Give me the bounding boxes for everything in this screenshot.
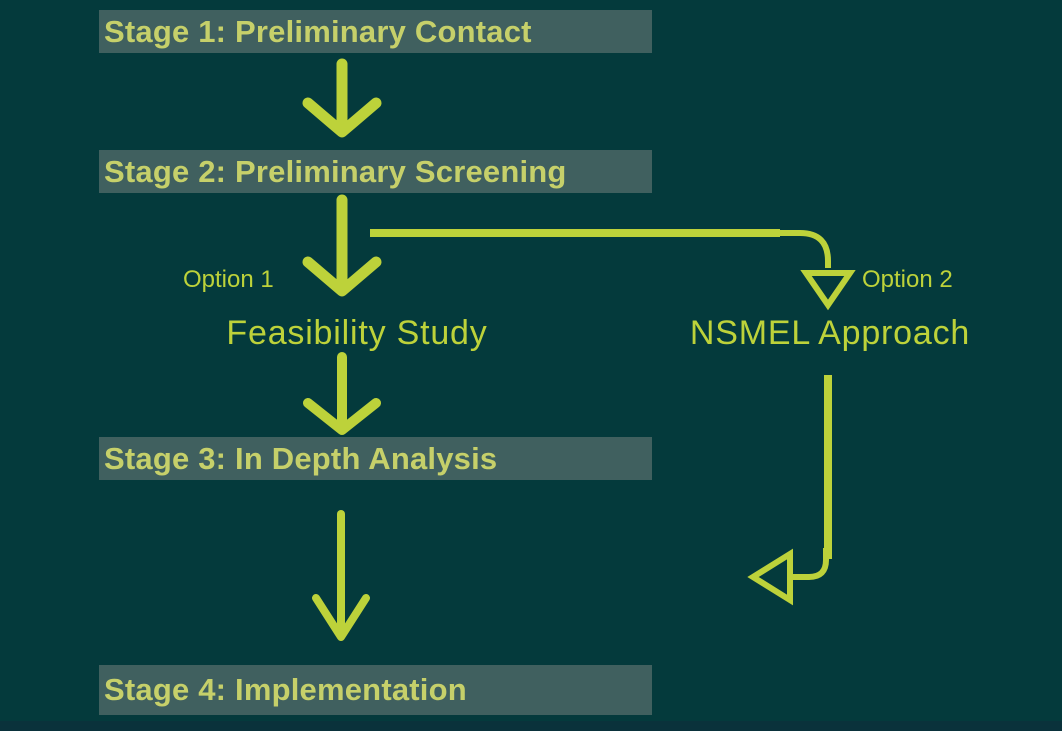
nsmel-hook-elbow (792, 548, 829, 580)
open-arrowhead-left-nsmel (747, 548, 793, 606)
arrow-stage2-to-feasibility-head (302, 256, 382, 297)
stage-3-label: Stage 3: In Depth Analysis (104, 440, 498, 476)
feasibility-study-title: Feasibility Study (226, 314, 488, 352)
open-arrowhead-down-option2 (800, 270, 856, 311)
stage-4-label: Stage 4: Implementation (104, 672, 467, 707)
footer-strip (0, 721, 1062, 731)
option-1-tag: Option 1 (183, 266, 274, 293)
stage-1-box: Stage 1: Preliminary Contact (99, 10, 652, 53)
branch-elbow-option2 (779, 230, 831, 268)
stage-2-box: Stage 2: Preliminary Screening (99, 150, 652, 193)
nsmel-approach-title: NSMEL Approach (689, 314, 971, 352)
arrow-feasibility-to-stage3-head (303, 398, 381, 435)
stage-3-box: Stage 3: In Depth Analysis (99, 437, 652, 480)
stage-1-label: Stage 1: Preliminary Contact (104, 13, 532, 49)
arrow-stage1-to-stage2-head (302, 97, 382, 138)
stage-4-box: Stage 4: Implementation (99, 665, 652, 715)
arrow-stage3-to-stage4-head (312, 594, 370, 641)
stage-2-label: Stage 2: Preliminary Screening (104, 153, 567, 189)
option-2-tag: Option 2 (862, 266, 953, 293)
